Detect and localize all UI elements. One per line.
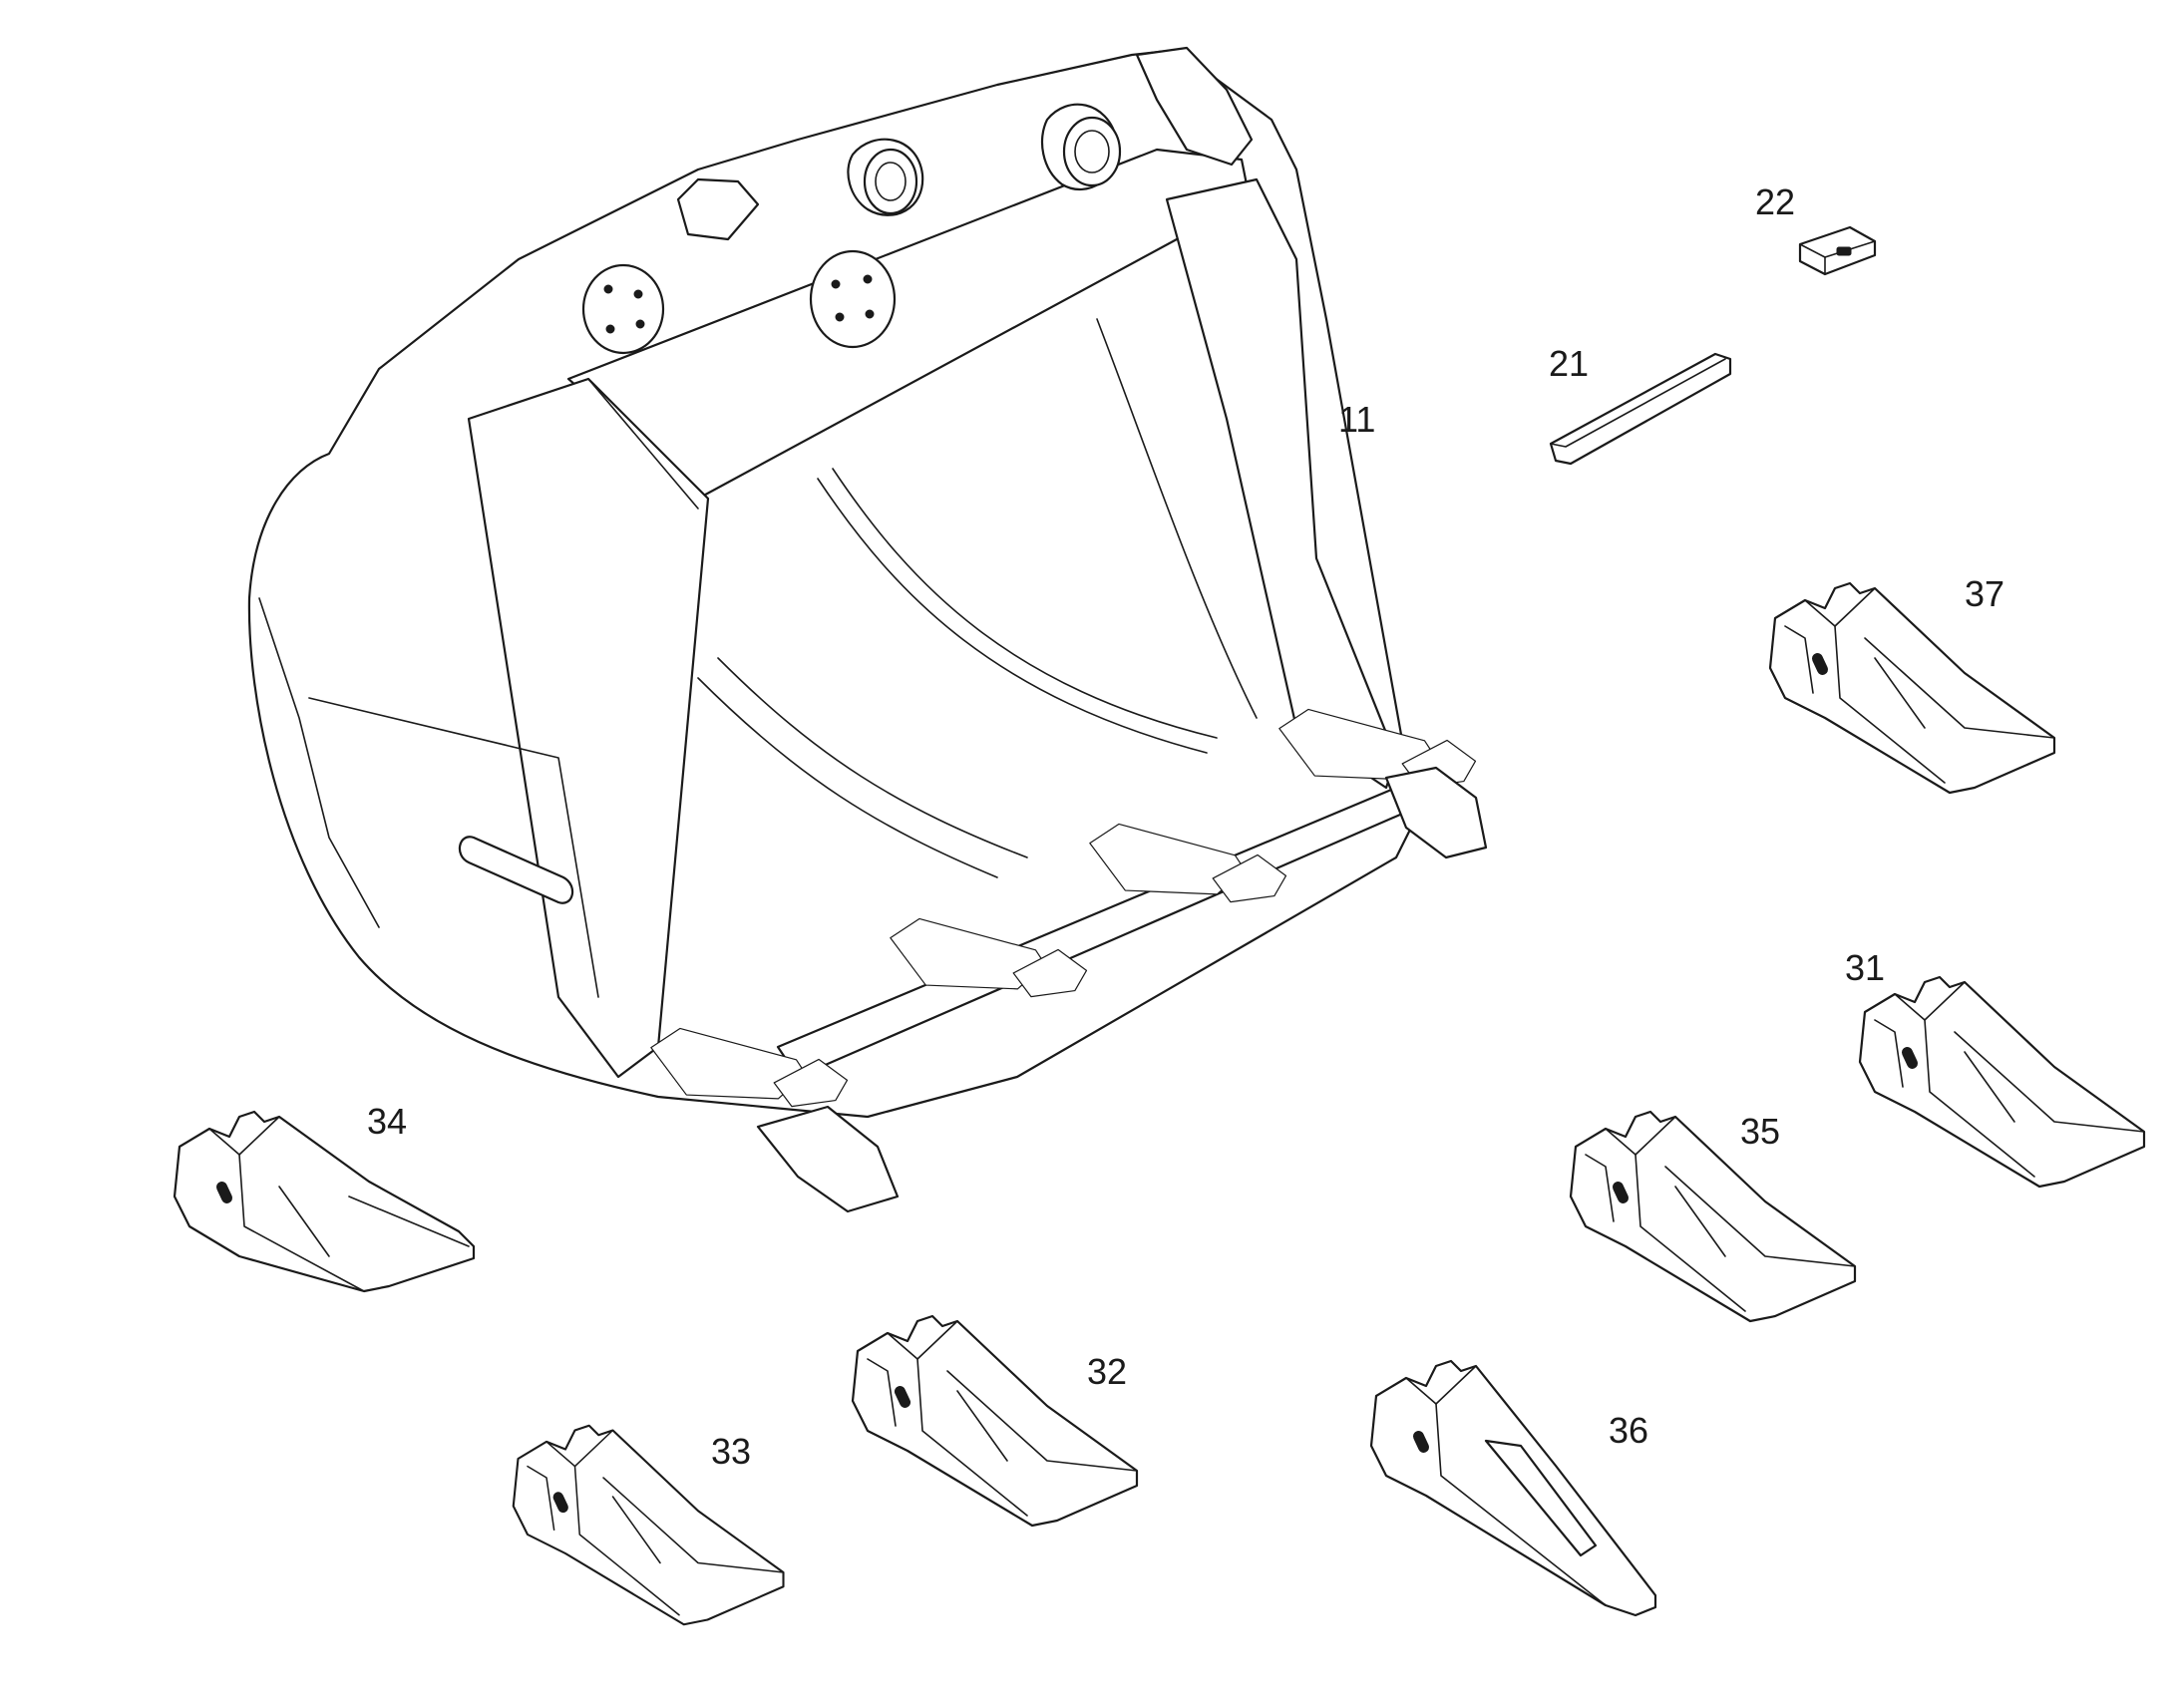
lock-retainer [1798, 225, 1877, 276]
callout-36: 36 [1609, 1410, 1648, 1451]
tooth-34 [173, 1110, 476, 1293]
callout-37: 37 [1965, 573, 2004, 614]
callout-34: 34 [367, 1101, 407, 1142]
callout-32: 32 [1087, 1351, 1127, 1392]
excavator-bucket [247, 46, 1488, 1213]
tooth-32 [851, 1314, 1139, 1528]
tooth-37 [1768, 581, 2056, 795]
callout-31: 31 [1845, 947, 1885, 988]
tooth-36 [1369, 1359, 1657, 1617]
tooth-35 [1569, 1110, 1857, 1323]
retaining-pin [1549, 352, 1732, 466]
callout-35: 35 [1740, 1111, 1780, 1152]
callout-11: 11 [1338, 399, 1375, 440]
callout-22: 22 [1755, 181, 1795, 222]
callout-33: 33 [711, 1431, 751, 1472]
callout-21: 21 [1549, 343, 1589, 384]
tooth-31 [1858, 975, 2146, 1189]
